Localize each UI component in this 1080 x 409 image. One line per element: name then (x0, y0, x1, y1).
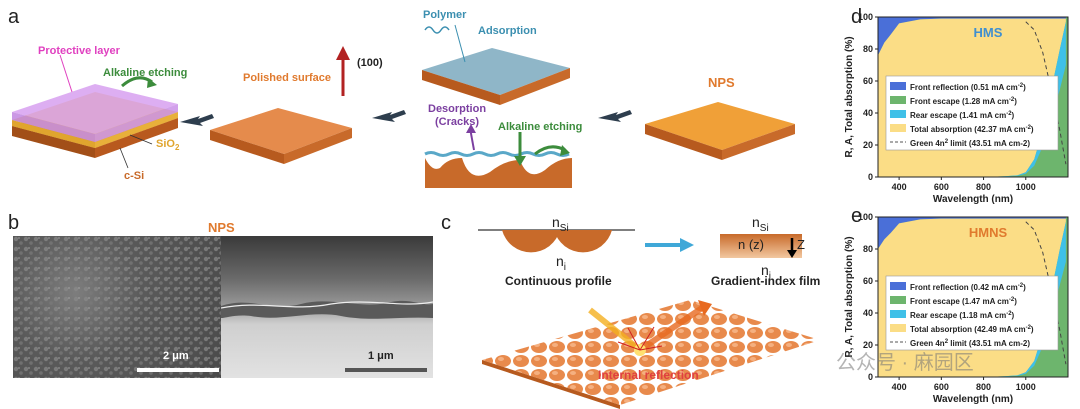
sem-image-top-view: 2 μm (13, 236, 221, 378)
panel-label-e: e (851, 205, 863, 227)
panel-label-a: a (8, 6, 20, 28)
x-axis-label: Wavelength (nm) (933, 194, 1013, 205)
legend-item: Green 4n2 limit (43.51 mA cm-2) (910, 139, 1030, 148)
polished-wafer (210, 108, 352, 164)
nps-label-a: NPS (708, 75, 735, 90)
green-limit-line (1025, 221, 1067, 365)
legend-swatch (890, 310, 906, 318)
x-axis-label: Wavelength (nm) (933, 394, 1013, 405)
green-limit-line (1025, 21, 1067, 165)
legend-swatch (890, 324, 906, 332)
x-tick-label: 1000 (1016, 382, 1036, 392)
legend-swatch (890, 282, 906, 290)
protective-layer-label: Protective layer (38, 45, 120, 57)
continuous-profile-label: Continuous profile (505, 274, 612, 288)
legend-item: Front escape (1.47 mA cm-2) (910, 297, 1017, 306)
y-tick-label: 20 (863, 340, 873, 350)
plot-frame (877, 16, 1069, 178)
series-label: HMS (974, 25, 1003, 40)
watermark: 公众号 · 麻园区 (836, 352, 974, 374)
panel-label-b: b (8, 212, 20, 234)
legend-swatch (890, 296, 906, 304)
x-tick-label: 800 (976, 182, 991, 192)
x-tick-label: 600 (934, 182, 949, 192)
etched-cross-section (424, 151, 572, 188)
y-tick-label: 100 (858, 12, 873, 22)
legend-box (885, 75, 1059, 151)
legend-item: Rear escape (1.41 mA cm-2) (910, 111, 1015, 120)
legend-item: Front reflection (0.51 mA cm-2) (910, 83, 1026, 92)
process-arrow-1 (180, 114, 214, 126)
z-label: Z (797, 237, 805, 252)
polished-surface-label: Polished surface (243, 72, 332, 84)
legend-box (885, 275, 1059, 351)
y-tick-label: 80 (863, 44, 873, 54)
y-axis-label: R, A, Total absorption (%) (844, 36, 855, 157)
nps-title-b: NPS (208, 220, 235, 235)
n-si-label: nSi (552, 214, 569, 234)
direction-100-label: (100) (357, 57, 383, 69)
panel-c-illustration (478, 229, 820, 409)
legend-item: Total absorption (42.37 mA cm-2) (910, 125, 1034, 134)
adsorption-label: Adsorption (478, 25, 537, 37)
legend-swatch (890, 110, 906, 118)
legend-item: Rear escape (1.18 mA cm-2) (910, 311, 1015, 320)
panel-label-c: c (441, 212, 451, 234)
y-tick-label: 0 (868, 372, 873, 382)
legend-swatch (890, 124, 906, 132)
legend-swatch (890, 96, 906, 104)
y-tick-label: 60 (863, 276, 873, 286)
x-tick-label: 800 (976, 382, 991, 392)
polymer-label: Polymer (423, 9, 467, 21)
x-tick-label: 400 (892, 382, 907, 392)
n-si-right-label: nSi (752, 214, 769, 234)
internal-reflection-label: Internal reflection (598, 368, 699, 382)
x-tick-label: 400 (892, 182, 907, 192)
y-tick-label: 100 (858, 212, 873, 222)
polymer-wafer (422, 48, 570, 105)
sem-image-cross-section: 1 μm (221, 236, 433, 378)
csi-label: c-Si (124, 170, 145, 182)
front-reflection-area (878, 17, 1066, 56)
nps-wafer (645, 102, 795, 160)
y-tick-label: 0 (868, 172, 873, 182)
legend-item: Total absorption (42.49 mA cm-2) (910, 325, 1034, 334)
n-z-label: n (z) (738, 237, 764, 252)
desorption-label: Desorption(Cracks) (428, 103, 487, 128)
wafer-stack (12, 84, 178, 158)
y-tick-label: 20 (863, 140, 873, 150)
n-i-right-label: ni (761, 262, 772, 282)
x-tick-label: 600 (934, 382, 949, 392)
alkaline-etching-label-1: Alkaline etching (103, 67, 188, 79)
legend-item: Green 4n2 limit (43.51 mA cm-2) (910, 339, 1030, 348)
legend-swatch (890, 82, 906, 90)
front-reflection-area (878, 217, 1066, 249)
sio2-label: SiO2 (156, 138, 180, 153)
panel-label-d: d (851, 6, 863, 28)
scale-bar-1um: 1 μm (368, 350, 394, 362)
x-tick-label: 1000 (1016, 182, 1036, 192)
y-tick-label: 60 (863, 76, 873, 86)
plot-frame (877, 216, 1069, 378)
gradient-film-label: Gradient-index film (711, 274, 821, 288)
y-tick-label: 40 (863, 308, 873, 318)
y-tick-label: 80 (863, 244, 873, 254)
n-i-label: ni (556, 253, 567, 273)
scale-bar-2um: 2 μm (163, 350, 189, 362)
panel-a-illustration (12, 24, 795, 188)
y-axis-label: R, A, Total absorption (%) (844, 236, 855, 357)
alkaline-etching-label-2: Alkaline etching (498, 121, 583, 133)
legend-item: Front escape (1.28 mA cm-2) (910, 97, 1017, 106)
series-label: HMNS (969, 225, 1008, 240)
y-tick-label: 40 (863, 108, 873, 118)
legend-item: Front reflection (0.42 mA cm-2) (910, 283, 1026, 292)
